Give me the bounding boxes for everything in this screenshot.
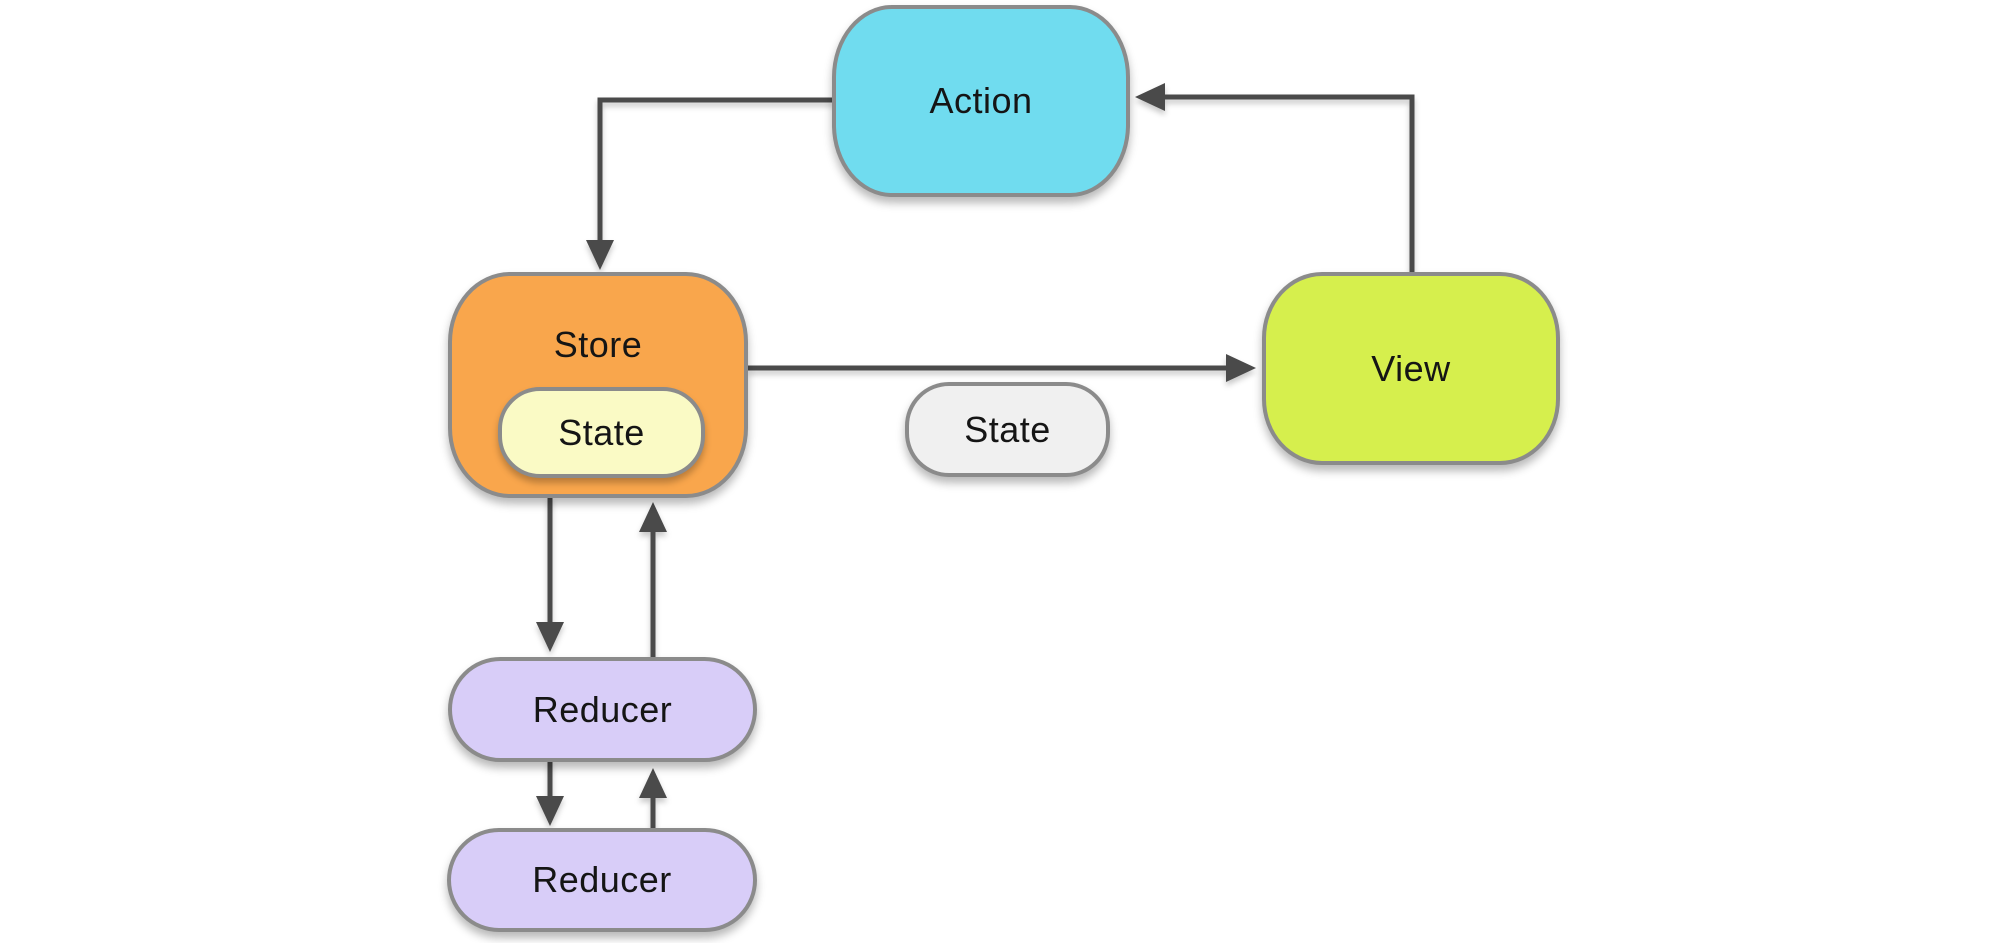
node-reducer-1-label: Reducer: [532, 688, 673, 730]
arrow-store-to-reducer: [536, 496, 564, 652]
node-store-state: State: [498, 387, 705, 478]
node-state-label: State: [964, 408, 1051, 450]
arrow-reducer1-to-reducer2: [536, 760, 564, 826]
node-view-label: View: [1371, 347, 1451, 389]
node-view: View: [1262, 272, 1560, 465]
node-state: State: [905, 382, 1110, 477]
node-reducer-2-label: Reducer: [532, 859, 672, 900]
node-store-label: Store: [553, 324, 643, 365]
node-reducer-1: Reducer: [448, 657, 757, 762]
node-action: Action: [832, 5, 1130, 197]
arrow-reducer-to-store: [639, 502, 667, 659]
node-store-state-label: State: [558, 411, 645, 453]
arrow-reducer2-to-reducer1: [639, 768, 667, 830]
node-reducer-2: Reducer: [447, 828, 757, 932]
arrow-store-to-view: [748, 354, 1256, 382]
arrow-action-to-store: [586, 97, 834, 270]
arrow-view-to-action: [1135, 83, 1415, 272]
node-action-label: Action: [929, 80, 1033, 121]
node-store: Store State: [448, 272, 748, 498]
